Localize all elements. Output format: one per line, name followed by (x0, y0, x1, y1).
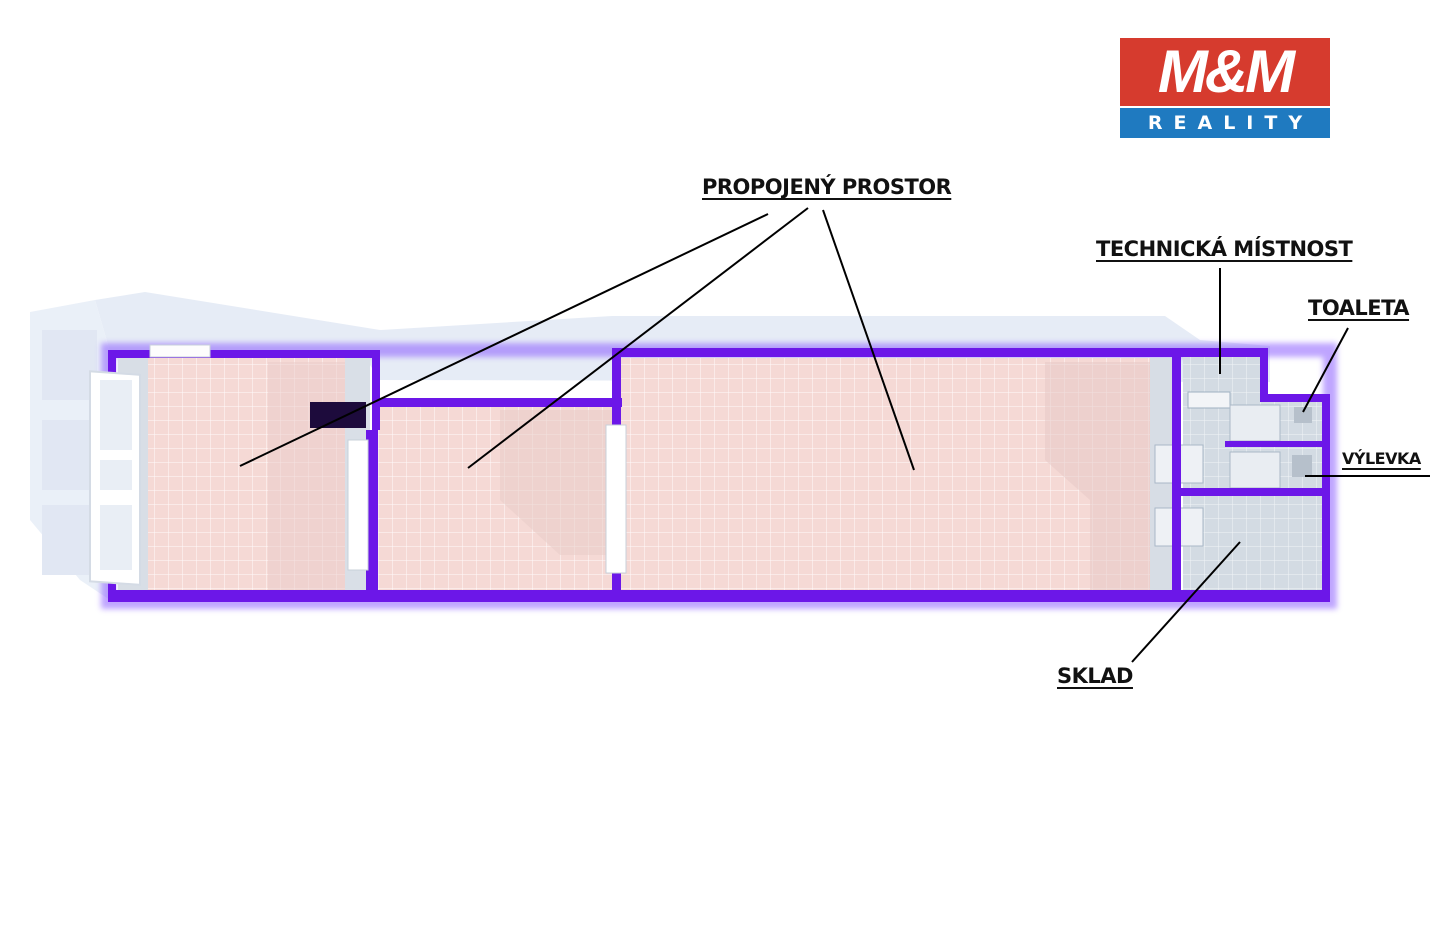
leader-line-toilet (1302, 327, 1349, 413)
room-large (620, 358, 1180, 590)
leader-line-large (822, 209, 915, 471)
label-toaleta: TOALETA (1308, 296, 1410, 320)
leader-line-middle (467, 207, 809, 469)
windows (89, 344, 627, 586)
leader-line-storage (1131, 541, 1241, 663)
room-middle (375, 407, 615, 590)
leader-line-left (239, 213, 769, 467)
label-vylevka: VÝLEVKA (1342, 449, 1421, 468)
company-logo: M&M REALITY (1120, 38, 1330, 138)
label-propojeny-prostor: PROPOJENÝ PROSTOR (702, 175, 952, 199)
label-sklad: SKLAD (1057, 664, 1133, 688)
logo-wordmark: REALITY (1120, 108, 1330, 138)
leader-lines (239, 207, 1430, 663)
room-left (118, 358, 370, 590)
logo-mark: M&M (1120, 38, 1330, 106)
label-technicka-mistnost: TECHNICKÁ MÍSTNOST (1096, 237, 1353, 261)
